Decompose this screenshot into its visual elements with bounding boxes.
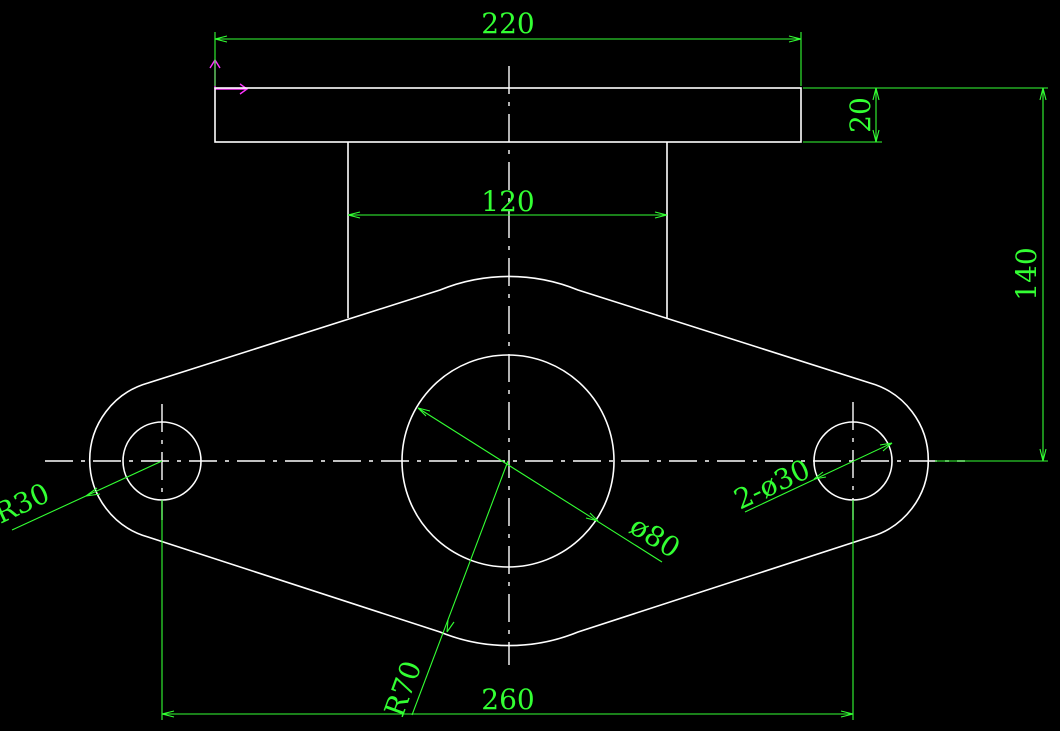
dimension-neck-width-label: 120 [481,185,534,218]
dimension-total-height-label: 140 [1010,247,1043,300]
neck [347,142,668,318]
dimension-hole-spacing-label: 260 [481,683,534,716]
dimension-plate-thickness: 20 [803,87,882,143]
dimension-arc-radius-label: R70 [378,656,428,721]
dimension-total-height: 140 [882,87,1048,462]
dimension-center-hole-label: ø80 [624,509,686,565]
dimension-small-holes: 2-ø30 [729,442,893,517]
dimension-hole-spacing: 260 [161,500,854,720]
dimension-plate-thickness-label: 20 [844,97,877,133]
dimension-top-width-label: 220 [481,7,534,40]
dimension-center-hole: ø80 [417,407,686,565]
dimension-end-radius: R30 [0,460,163,531]
dimension-top-width: 220 [214,7,802,86]
dimension-small-holes-label: 2-ø30 [729,453,815,517]
dimension-neck-width: 120 [347,185,668,219]
dimension-end-radius-label: R30 [0,476,55,530]
center-lines [45,66,965,665]
top-plate [214,87,802,143]
base-flange-outline [88,275,930,647]
